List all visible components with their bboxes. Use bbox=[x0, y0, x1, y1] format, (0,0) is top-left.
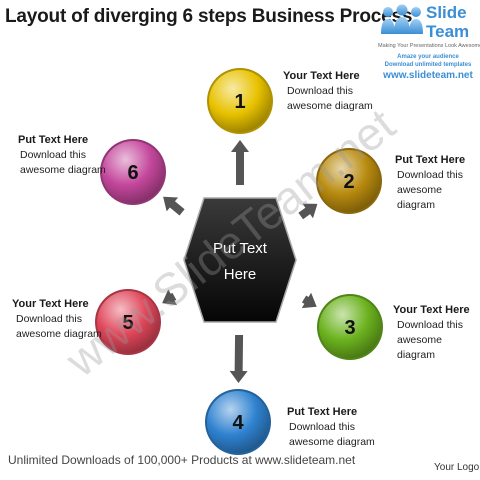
step-3-desc-line1: Download this bbox=[397, 319, 463, 331]
step-6-label: Put Text Here Download this awesome diag… bbox=[18, 133, 106, 178]
arrow-to-step-3 bbox=[301, 292, 317, 309]
step-2-label: Put Text Here Download this awesome diag… bbox=[395, 153, 480, 213]
step-4-desc-line1: Download this bbox=[289, 421, 355, 433]
step-2-number: 2 bbox=[343, 171, 354, 193]
arrow-to-step-6 bbox=[163, 196, 185, 216]
step-3-label: Your Text Here Download this awesome dia… bbox=[393, 303, 480, 363]
step-4-circle bbox=[207, 391, 269, 453]
logo-tagline: Making Your Presentations Look Awesome bbox=[378, 43, 480, 49]
step-1-circle bbox=[209, 70, 271, 132]
step-5-label: Your Text Here Download this awesome dia… bbox=[12, 297, 102, 342]
center-text-line2: Here bbox=[224, 266, 257, 283]
step-4-number: 4 bbox=[232, 412, 244, 434]
step-3-heading: Your Text Here bbox=[393, 304, 470, 316]
footer-text: Unlimited Downloads of 100,000+ Products… bbox=[8, 453, 356, 467]
step-6-desc-line1: Download this bbox=[20, 149, 86, 161]
step-5-circle bbox=[97, 291, 159, 353]
arrow-to-step-4 bbox=[229, 334, 248, 384]
step-2-circle bbox=[318, 150, 380, 212]
step-2-heading: Put Text Here bbox=[395, 154, 466, 166]
step-4-desc-line2: awesome diagram bbox=[289, 436, 375, 448]
step-4-heading: Put Text Here bbox=[287, 406, 358, 418]
step-6-heading: Put Text Here bbox=[18, 134, 89, 146]
logo-wordmark: Slide Team bbox=[426, 3, 470, 41]
step-6-desc-line2: awesome diagram bbox=[20, 164, 106, 176]
step-6-circle bbox=[102, 141, 164, 203]
step-1-desc-line2: awesome diagram bbox=[287, 100, 373, 112]
slideteam-logo: Slide Team Making Your Presentations Loo… bbox=[378, 2, 480, 82]
step-5-number: 5 bbox=[122, 312, 133, 334]
arrow-to-step-1 bbox=[231, 140, 249, 185]
slide-title: Layout of diverging 6 steps Business Pro… bbox=[5, 6, 413, 27]
step-2-desc-line2: awesome diagram bbox=[397, 184, 442, 211]
logo-promo: Amaze your audience Download unlimited t… bbox=[384, 54, 472, 68]
center-text-line1: Put Text bbox=[213, 240, 268, 257]
step-6-number: 6 bbox=[127, 162, 138, 184]
step-circles: 1 2 3 4 5 6 bbox=[95, 68, 383, 455]
step-4-label: Put Text Here Download this awesome diag… bbox=[287, 405, 375, 450]
step-3-desc-line2: awesome diagram bbox=[397, 334, 442, 361]
arrow-to-step-2 bbox=[298, 203, 318, 220]
step-1-label: Your Text Here Download this awesome dia… bbox=[283, 69, 373, 114]
step-5-desc-line1: Download this bbox=[16, 313, 82, 325]
logo-url: www.slideteam.net bbox=[383, 70, 473, 81]
step-5-desc-line2: awesome diagram bbox=[16, 328, 102, 340]
connector-arrows bbox=[162, 140, 318, 384]
step-3-number: 3 bbox=[344, 317, 355, 339]
step-1-heading: Your Text Here bbox=[283, 70, 360, 82]
step-3-circle bbox=[319, 296, 381, 358]
your-logo-placeholder: Your Logo bbox=[434, 462, 480, 473]
step-5-heading: Your Text Here bbox=[12, 298, 89, 310]
step-2-desc-line1: Download this bbox=[397, 169, 463, 181]
people-icon bbox=[381, 4, 423, 34]
step-1-desc-line1: Download this bbox=[287, 85, 353, 97]
step-1-number: 1 bbox=[234, 91, 245, 113]
arrow-to-step-5 bbox=[162, 289, 177, 306]
center-hexagon bbox=[183, 197, 297, 323]
